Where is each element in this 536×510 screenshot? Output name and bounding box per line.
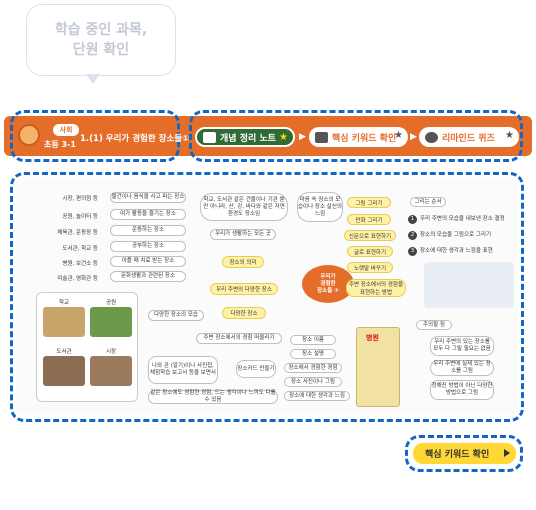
- mid-node: 우리가 생활하는 모든 곳: [210, 229, 276, 240]
- card-making: 장소카드 만들기: [236, 360, 276, 378]
- method-node: 만화 그리기: [347, 214, 391, 225]
- subject-tag: 사회: [53, 124, 79, 136]
- step-keyword[interactable]: 핵심 키워드 확인★: [309, 127, 408, 147]
- note-icon: [203, 131, 216, 143]
- card-item: 장소 설명: [290, 349, 336, 359]
- mid-node: 다양한 장소의 모습: [148, 310, 204, 321]
- order-title: 그리는 순서: [410, 197, 446, 207]
- mid-node: 장소의 의미: [222, 256, 264, 268]
- callout-bubble: 학습 중인 과목, 단원 확인: [26, 4, 176, 76]
- mid-node: 다양한 장소: [222, 307, 266, 319]
- card-item: 장소 이름: [290, 335, 336, 345]
- step-label: 개념 정리 노트: [220, 133, 276, 144]
- mid-node: 우리 주변의 다양한 장소: [210, 283, 278, 295]
- poster-title: 병원: [366, 334, 379, 342]
- play-icon: [504, 449, 510, 457]
- star-icon: ★: [279, 132, 288, 143]
- chevron-right-icon: ▶: [299, 132, 306, 142]
- hospital-poster: [356, 327, 400, 407]
- place-example: 체육관, 운동장 등: [57, 230, 98, 236]
- step-label: 리마인드 퀴즈: [442, 133, 495, 144]
- school-photo: [43, 307, 85, 337]
- quiz-icon: [425, 131, 438, 143]
- step-quiz[interactable]: 리마인드 퀴즈 ★: [419, 127, 519, 147]
- character-icon: [18, 124, 40, 146]
- town-illustration: [424, 262, 514, 308]
- step-concept-note[interactable]: 개념 정리 노트★: [195, 127, 295, 147]
- star-icon: ★: [394, 130, 403, 141]
- method-node: 노랫말 바꾸기: [347, 262, 393, 273]
- experience-note: 같은 장소에도 경험한 경험, 드는 생각이나 느끼도 다를 수 있음: [148, 390, 278, 404]
- market-photo: [90, 356, 132, 386]
- photo-label: 학교: [58, 300, 70, 306]
- note-item: 우리 주변에 실제 있는 장소를 그림: [430, 360, 494, 376]
- keyword-icon: [315, 131, 328, 143]
- button-label: 핵심 키워드 확인: [425, 450, 490, 460]
- place-type-box: 문화생활과 관련된 장소: [110, 271, 186, 282]
- unit-title: 1.(1) 우리가 경험한 장소들①: [80, 134, 190, 144]
- photo-label: 시장: [105, 349, 117, 355]
- place-type-box: 물건이나 음식을 사고 파는 장소: [110, 192, 186, 203]
- place-example: 병원, 보건소 등: [62, 261, 98, 267]
- step-label: 핵심 키워드 확인: [332, 133, 397, 144]
- method-node: 신문으로 표현하기: [344, 230, 396, 241]
- card-item: 장소에서 경험한 경험: [284, 363, 342, 373]
- grade-label: 초등 3-1: [44, 140, 76, 149]
- center-topic: 우리가 경험한 장소들 ①: [302, 265, 354, 303]
- chevron-right-icon: ▶: [410, 132, 417, 142]
- place-example: 미술관, 영화관 등: [57, 276, 98, 282]
- imagine-note: 마음 속 장소의 모습이나 장소 살신의 느낌: [297, 192, 343, 222]
- highlight-steps: [189, 110, 523, 162]
- library-photo: [43, 356, 85, 386]
- experience-note: 나와 관 (알기)이나 사진첩, 체험학습 보고서 등을 보면서: [148, 356, 218, 384]
- place-example: 공원, 놀이터 등: [62, 214, 98, 220]
- card-item: 장소에 대한 생각과 느낌: [284, 391, 350, 401]
- note-item: 정해진 방법이 아닌 다양한 방법으로 그림: [430, 380, 494, 400]
- place-example: 도서관, 학교 등: [62, 246, 98, 252]
- methods-title: 주변 장소에서의 경험을 표현하는 방법: [346, 279, 406, 297]
- photo-label: 공원: [105, 300, 117, 306]
- method-node: 그림 그리기: [347, 197, 391, 208]
- keyword-check-button[interactable]: 핵심 키워드 확인: [413, 443, 516, 464]
- mid-node: 주변 장소에서의 경험 떠올리기: [196, 333, 282, 344]
- highlight-mindmap: [10, 172, 524, 422]
- note-item: 우리 주변의 있는 장소를 모두 다 그릴 필요는 없음: [430, 336, 494, 356]
- place-example: 시장, 편의점 등: [62, 196, 98, 202]
- place-type-box: 운동하는 장소: [110, 225, 186, 236]
- place-type-box: 여가 활동을 즐기는 장소: [110, 209, 186, 220]
- highlight-subject: [10, 110, 180, 162]
- definition-box: 학교, 도서관 같은 건물이나 기관 뿐만 아니라, 산, 강, 바다와 같은 …: [200, 193, 288, 221]
- park-photo: [90, 307, 132, 337]
- place-type-box: 공부하는 장소: [110, 241, 186, 252]
- notes-title: 주의할 점: [416, 320, 452, 330]
- callout-tail: [86, 74, 100, 84]
- photo-label: 도서관: [56, 349, 72, 355]
- highlight-keyword-button: [405, 435, 523, 472]
- card-item: 장소 사진이나 그림: [284, 377, 342, 387]
- method-node: 글로 표현하기: [347, 246, 393, 257]
- place-type-box: 아플 때 치료 받는 장소: [110, 256, 186, 267]
- star-icon: ★: [505, 130, 514, 141]
